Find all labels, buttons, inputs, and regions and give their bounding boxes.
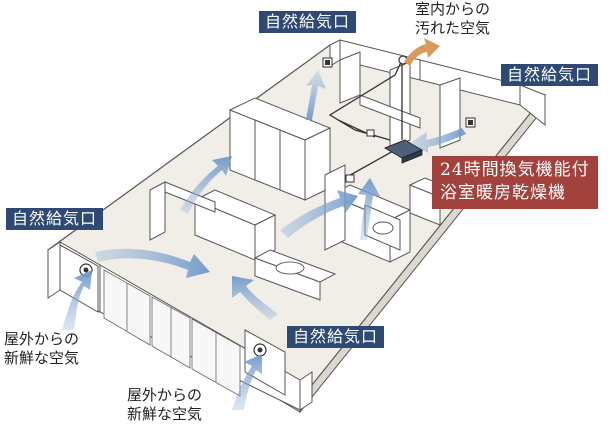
fresh-air-caption-left-line2: 新鮮な空気: [4, 349, 80, 367]
dirty-air-caption: 室内からの 汚れた空気: [415, 0, 490, 38]
airflow-arrow-bottom-up: [232, 276, 278, 320]
fresh-air-caption-bottom-line2: 新鮮な空気: [127, 405, 203, 423]
airflow-arrow-mid: [180, 156, 232, 214]
natural-air-inlet-label-right: 自然給気口: [501, 64, 599, 86]
airflow-arrow-center: [280, 190, 358, 238]
airflow-arrow-right-supply: [410, 128, 466, 153]
exhaust-arrow: [404, 38, 440, 66]
dirty-air-caption-line2: 汚れた空気: [415, 19, 491, 37]
airflow-arrow-left-horizontal: [95, 248, 210, 278]
fresh-air-caption-bottom: 屋外からの 新鮮な空気: [127, 386, 202, 424]
airflow-arrow-bottom-entry: [232, 354, 262, 410]
fresh-air-caption-left-line1: 屋外からの: [4, 330, 80, 348]
dirty-air-caption-line1: 室内からの: [415, 0, 491, 18]
front-windows: [103, 269, 241, 397]
bath-dryer-label: 24時間換気機能付 浴室暖房乾燥機: [432, 156, 598, 209]
natural-air-inlet-label-bottom: 自然給気口: [287, 326, 385, 348]
airflow-arrows: [62, 70, 466, 410]
natural-air-inlet-label-top: 自然給気口: [259, 11, 357, 33]
airflow-arrow-top-supply: [306, 70, 326, 120]
airflow-arrow-left-entry: [62, 270, 92, 330]
bath-dryer-unit-icon: [345, 129, 424, 183]
top-vents: [322, 57, 476, 128]
fresh-air-caption-bottom-line1: 屋外からの: [127, 386, 203, 404]
airflow-arrow-rise: [358, 178, 380, 240]
natural-air-inlet-label-left: 自然給気口: [6, 208, 104, 230]
bath-dryer-label-line1: 24時間換気機能付: [440, 160, 590, 180]
fresh-air-caption-left: 屋外からの 新鮮な空気: [4, 330, 79, 368]
bath-dryer-label-line2: 浴室暖房乾燥機: [440, 183, 566, 203]
interior-rooms: [149, 51, 461, 301]
